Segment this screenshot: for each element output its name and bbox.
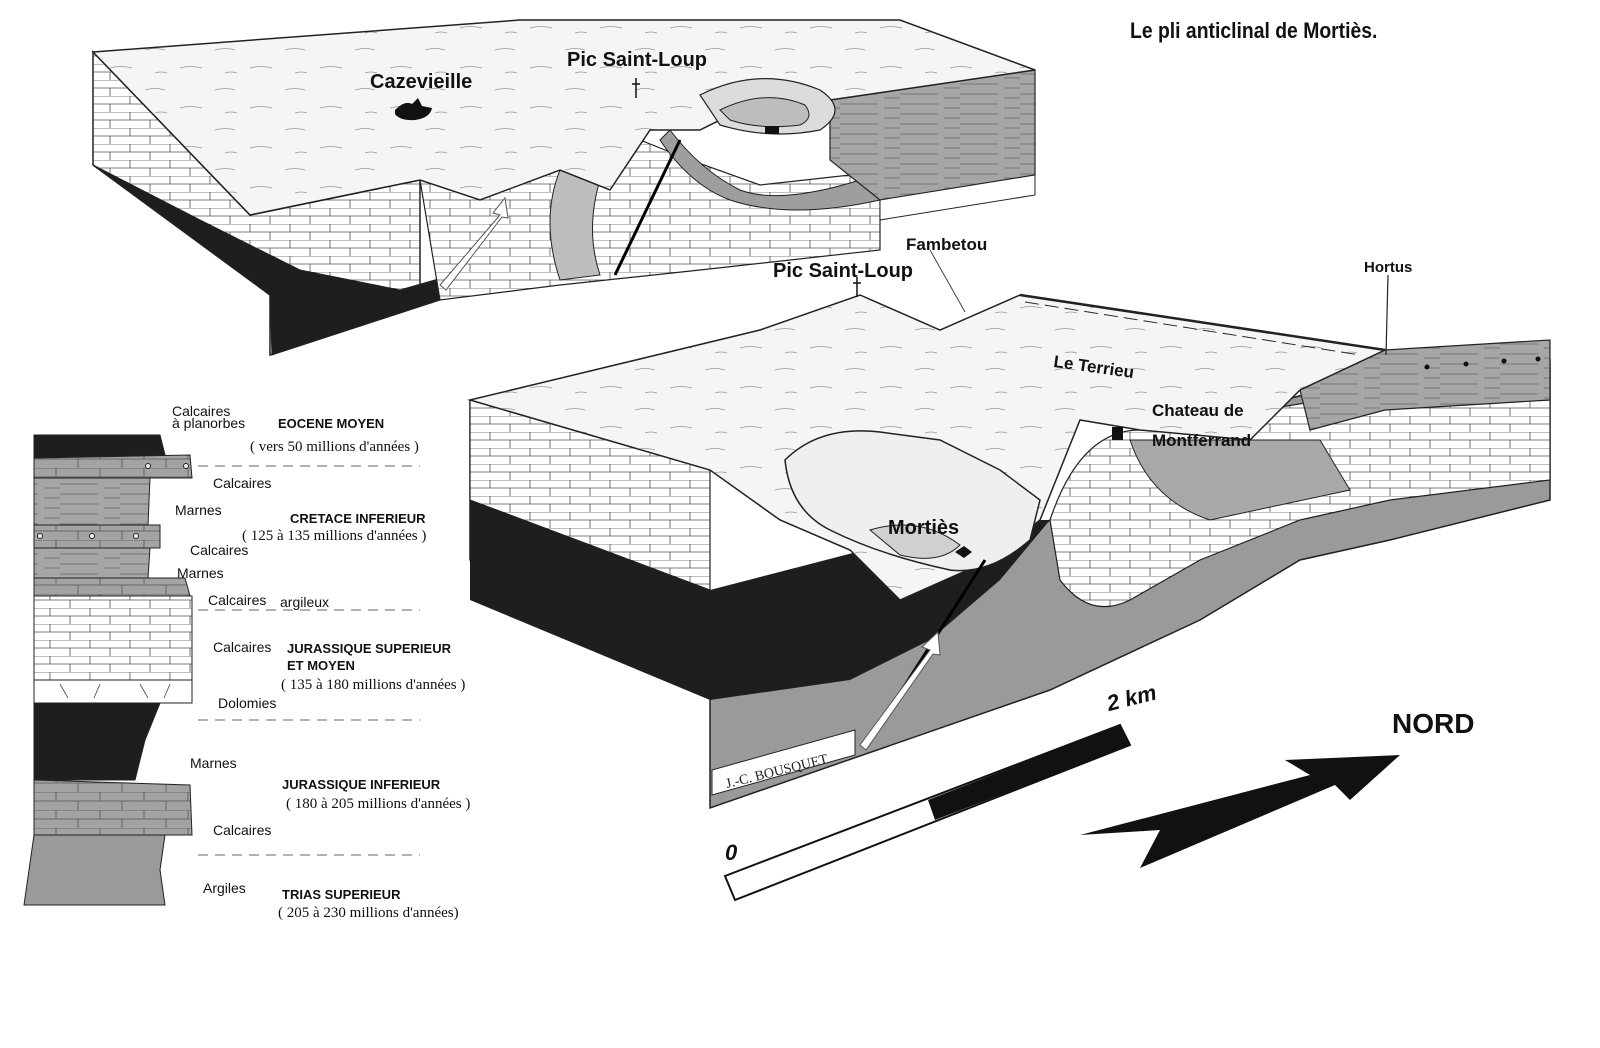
litho-calcaires-planorbes-1: Calcaires	[172, 403, 231, 419]
north-arrow-icon	[1080, 755, 1400, 868]
litho-marnes-1: Marnes	[175, 502, 222, 518]
label-fambetou: Fambetou	[906, 235, 988, 254]
age-eocene: EOCENE MOYEN	[278, 416, 385, 431]
label-chateau-de: Chateau de	[1152, 401, 1244, 420]
age-eocene-date: ( vers 50 millions d'années )	[250, 439, 419, 455]
age-cretace-date: ( 125 à 135 millions d'années )	[242, 528, 427, 544]
litho-marnes-3: Marnes	[190, 755, 237, 771]
litho-argiles: Argiles	[203, 880, 246, 896]
age-jurassique-sup-1: JURASSIQUE SUPERIEUR	[287, 641, 451, 656]
scale-zero-label: 0	[725, 840, 738, 865]
figure-title: Le pli anticlinal de Mortiès.	[1130, 18, 1378, 43]
litho-calcaires-1: Calcaires	[213, 475, 272, 491]
label-montferrand: Montferrand	[1152, 431, 1252, 450]
stratigraphic-column	[23, 434, 420, 906]
age-trias-date: ( 205 à 230 millions d'années)	[278, 905, 459, 921]
label-hortus: Hortus	[1364, 259, 1413, 276]
litho-dolomies: Dolomies	[218, 695, 277, 711]
age-jurassique-sup-date: ( 135 à 180 millions d'années )	[281, 677, 466, 693]
litho-marnes-2: Marnes	[177, 565, 224, 581]
label-pic-saint-loup-upper: Pic Saint-Loup	[567, 49, 707, 71]
north-label: NORD	[1392, 708, 1475, 739]
litho-calcaires-argileux-2: argileux	[280, 594, 330, 610]
upper-block-diagram	[91, 19, 1036, 357]
age-jurassique-inf-date: ( 180 à 205 millions d'années )	[286, 796, 471, 812]
lower-block-diagram	[467, 249, 1551, 810]
age-trias: TRIAS SUPERIEUR	[282, 887, 401, 902]
age-cretace: CRETACE INFERIEUR	[290, 511, 426, 526]
label-cazevieille: Cazevieille	[370, 71, 473, 93]
scale-bar	[723, 723, 1132, 902]
litho-calcaires-argileux-1: Calcaires	[208, 592, 267, 608]
age-jurassique-sup-2: ET MOYEN	[287, 658, 355, 673]
litho-calcaires-planorbes-2: à planorbes	[172, 415, 246, 431]
litho-calcaires-3: Calcaires	[213, 639, 272, 655]
age-jurassique-inf: JURASSIQUE INFERIEUR	[282, 777, 441, 792]
litho-calcaires-2: Calcaires	[190, 542, 249, 558]
label-pic-saint-loup-lower: Pic Saint-Loup	[773, 260, 913, 282]
litho-calcaires-4: Calcaires	[213, 822, 272, 838]
label-morties: Mortiès	[888, 517, 960, 539]
